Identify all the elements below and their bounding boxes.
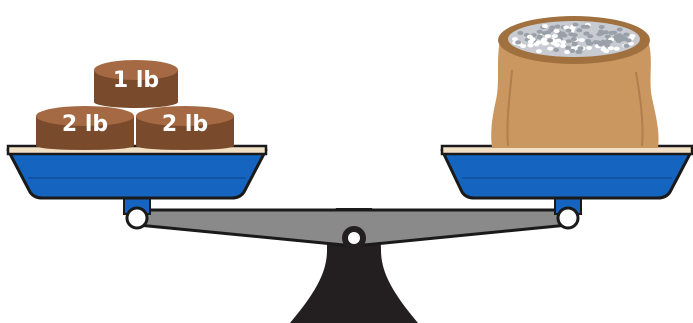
bean [529,37,536,42]
weight-1lb: 1 lb [94,60,178,108]
pivot-hole [348,232,360,244]
bean [565,28,572,33]
bean [598,31,605,36]
bean [559,31,566,36]
bean [570,37,577,42]
bean [598,25,605,29]
bean [578,38,585,43]
bean [512,37,518,42]
bean [560,40,567,45]
bean [515,40,522,45]
left-pan-pivot [125,206,149,230]
weight-label: 2 lb [62,112,108,137]
bean [554,43,561,47]
bean [572,22,579,27]
bean [598,42,604,47]
bean [583,31,590,36]
weight-2lb-right: 2 lb [136,106,234,150]
bean [536,35,543,40]
bean [571,33,578,38]
weight-label: 1 lb [113,68,159,93]
bean [536,29,543,34]
bean [533,42,540,47]
bean [603,49,610,54]
bean [623,43,630,48]
bean [554,24,561,29]
bean [587,34,594,39]
bean-sack [491,16,659,148]
bean [576,28,583,33]
bean [527,43,534,48]
bean [551,34,558,39]
bean [549,25,556,30]
scale-stand [290,208,418,323]
bean [571,42,578,47]
bean [563,25,570,30]
bean [564,50,571,54]
bean [623,32,630,37]
bean [607,46,614,51]
bean [580,24,587,29]
bean [576,49,583,54]
bean [614,37,621,41]
bean [547,38,554,43]
bean [616,33,623,38]
bean [604,34,611,39]
bean [536,49,542,54]
bean [553,29,560,34]
bean [541,24,548,29]
bean [517,30,524,35]
bean [520,44,527,49]
right-pan-pivot [556,206,580,230]
bean [565,45,571,50]
bean [628,41,635,46]
bean [616,27,623,32]
bean [545,30,552,35]
bean [569,26,576,31]
bean [577,46,584,51]
bean [540,38,547,43]
bean [619,37,626,42]
bean [606,39,613,44]
bean [566,39,572,44]
bean [585,41,592,46]
bean [613,46,620,51]
bean [560,43,566,48]
bean [586,46,592,50]
beans [512,22,636,54]
bean [569,48,576,53]
bean [553,47,560,52]
weight-label: 2 lb [162,112,208,137]
bean [544,34,551,39]
left-pan [6,144,268,200]
right-pan [440,144,693,200]
weight-2lb-left: 2 lb [36,106,134,150]
bean [555,38,562,43]
bean [611,30,618,35]
bean [547,46,554,51]
bean [625,38,632,43]
